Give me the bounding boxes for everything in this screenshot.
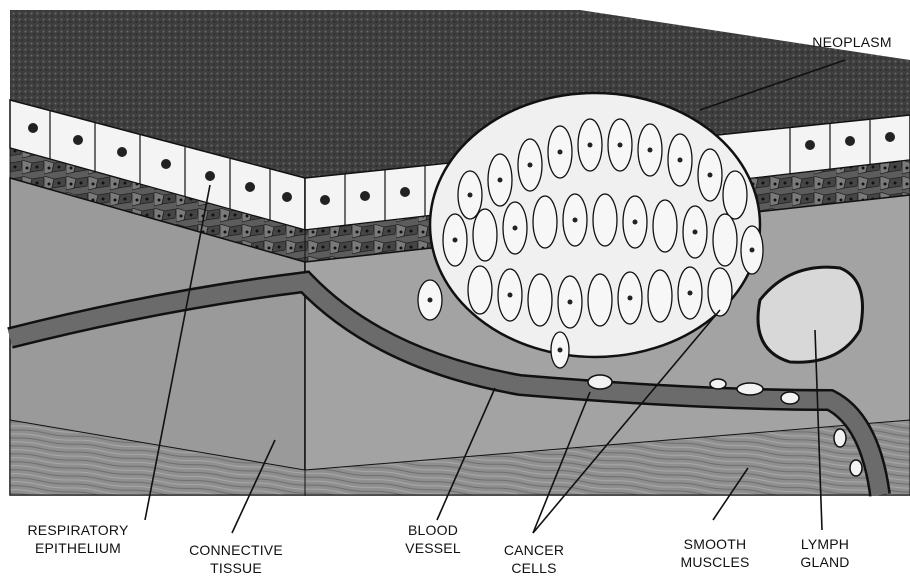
label-respiratory-epithelium: RESPIRATORY EPITHELIUM — [18, 521, 138, 557]
label-blood-line1: BLOOD — [393, 521, 473, 539]
label-connective-line2: TISSUE — [176, 559, 296, 577]
label-cancer-line1: CANCER — [494, 541, 574, 559]
label-smooth-line1: SMOOTH — [670, 535, 760, 553]
label-connective-tissue: CONNECTIVE TISSUE — [176, 541, 296, 577]
label-neoplasm-text: NEOPLASM — [812, 33, 892, 51]
label-neoplasm: NEOPLASM — [812, 33, 892, 51]
label-lymph-line1: LYMPH — [790, 535, 860, 553]
label-smooth-muscles: SMOOTH MUSCLES — [670, 535, 760, 571]
label-respiratory-line2: EPITHELIUM — [18, 539, 138, 557]
label-smooth-line2: MUSCLES — [670, 553, 760, 571]
label-cancer-cells: CANCER CELLS — [494, 541, 574, 577]
label-respiratory-line1: RESPIRATORY — [18, 521, 138, 539]
label-blood-line2: VESSEL — [393, 539, 473, 557]
label-lymph-gland: LYMPH GLAND — [790, 535, 860, 571]
label-blood-vessel: BLOOD VESSEL — [393, 521, 473, 557]
label-lymph-line2: GLAND — [790, 553, 860, 571]
label-cancer-line2: CELLS — [494, 559, 574, 577]
label-connective-line1: CONNECTIVE — [176, 541, 296, 559]
